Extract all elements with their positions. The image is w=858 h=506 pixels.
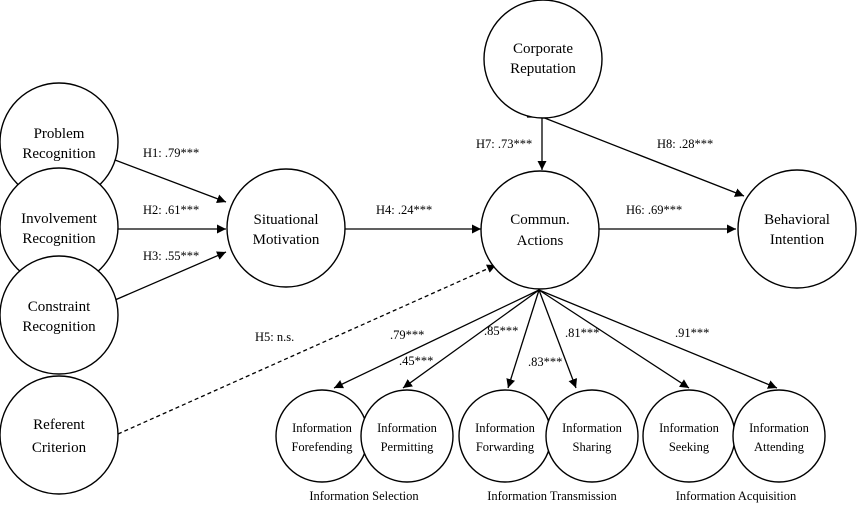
node-label-line-2: Actions [517, 233, 564, 249]
node-label-line-1: Problem [34, 126, 85, 142]
group-label-transmission: Information Transmission [487, 489, 617, 503]
node-label-line-1: Information [659, 421, 719, 435]
path-seeking-line [538, 289, 690, 389]
path-lines [114, 116, 778, 435]
path-permitting-line [402, 289, 540, 389]
node-behavioral-intention: Behavioral Intention [737, 169, 857, 289]
node-label-line-1: Commun. [510, 212, 570, 228]
node-label-line-2: Forefending [291, 440, 353, 454]
path-h5-line [117, 264, 497, 435]
node-label-line-2: Criterion [32, 440, 87, 456]
node-information-forefending: Information Forefending [275, 389, 369, 483]
path-h7-label: H7: .73*** [476, 137, 532, 151]
node-situational-motivation: Situational Motivation [226, 168, 346, 288]
node-label-line-2: Recognition [22, 146, 96, 162]
path-h8-line [541, 116, 745, 197]
path-h6-label: H6: .69*** [626, 203, 682, 217]
group-label-acquisition: Information Acquisition [676, 489, 797, 503]
node-corporate-reputation: Corporate Reputation [483, 0, 603, 119]
node-commun-actions: Commun. Actions [480, 170, 600, 290]
path-sharing-label: .83*** [528, 355, 562, 369]
path-labels: H1: .79*** H2: .61*** H3: .55*** H4: .24… [143, 137, 713, 369]
path-h5-label: H5: n.s. [255, 330, 294, 344]
path-forwarding-line [506, 289, 540, 389]
path-attending-label: .91*** [675, 326, 709, 340]
node-label-line-1: Information [562, 421, 622, 435]
node-label-line-1: Corporate [513, 41, 573, 57]
node-label-line-1: Information [377, 421, 437, 435]
path-h4-label: H4: .24*** [376, 203, 432, 217]
node-information-forwarding: Information Forwarding [458, 389, 552, 483]
node-label-line-2: Reputation [510, 61, 576, 77]
path-seeking-label: .81*** [565, 326, 599, 340]
node-label-line-2: Forwarding [476, 440, 535, 454]
node-constraint-recognition: Constraint Recognition [0, 255, 119, 375]
node-information-permitting: Information Permitting [360, 389, 454, 483]
node-label-line-1: Information [749, 421, 809, 435]
node-label-line-2: Seeking [669, 440, 710, 454]
node-label-line-2: Recognition [22, 231, 96, 247]
node-information-sharing: Information Sharing [545, 389, 639, 483]
node-label-line-2: Intention [770, 232, 825, 248]
path-attending-line [538, 289, 778, 389]
node-label-line-2: Motivation [253, 232, 320, 248]
node-problem-recognition: Problem Recognition [0, 82, 119, 202]
node-referent-criterion: Referent Criterion [0, 375, 119, 495]
path-forwarding-label: .85*** [484, 324, 518, 338]
path-sharing-line [538, 289, 578, 389]
node-label-line-2: Attending [754, 440, 805, 454]
path-h3-line [114, 251, 227, 301]
node-label-line-1: Constraint [28, 299, 91, 315]
path-h1-label: H1: .79*** [143, 146, 199, 160]
node-label-line-1: Referent [33, 417, 85, 433]
path-permitting-label: .45*** [399, 354, 433, 368]
group-labels: Information Selection Information Transm… [309, 489, 797, 503]
path-h1-line [114, 159, 227, 204]
node-label-line-1: Information [475, 421, 535, 435]
node-label-line-2: Permitting [381, 440, 435, 454]
node-label-line-2: Sharing [573, 440, 613, 454]
path-h2-label: H2: .61*** [143, 203, 199, 217]
path-forefending-line [333, 289, 540, 389]
node-involvement-recognition: Involvement Recognition [0, 167, 119, 287]
node-label-line-1: Involvement [21, 211, 98, 227]
node-information-seeking: Information Seeking [642, 389, 736, 483]
path-h3-label: H3: .55*** [143, 249, 199, 263]
node-label-line-1: Situational [254, 212, 319, 228]
path-forefending-label: .79*** [390, 328, 424, 342]
node-information-attending: Information Attending [732, 389, 826, 483]
group-label-selection: Information Selection [309, 489, 419, 503]
path-h8-label: H8: .28*** [657, 137, 713, 151]
node-label-line-2: Recognition [22, 319, 96, 335]
node-label-line-1: Information [292, 421, 352, 435]
node-label-line-1: Behavioral [764, 212, 830, 228]
